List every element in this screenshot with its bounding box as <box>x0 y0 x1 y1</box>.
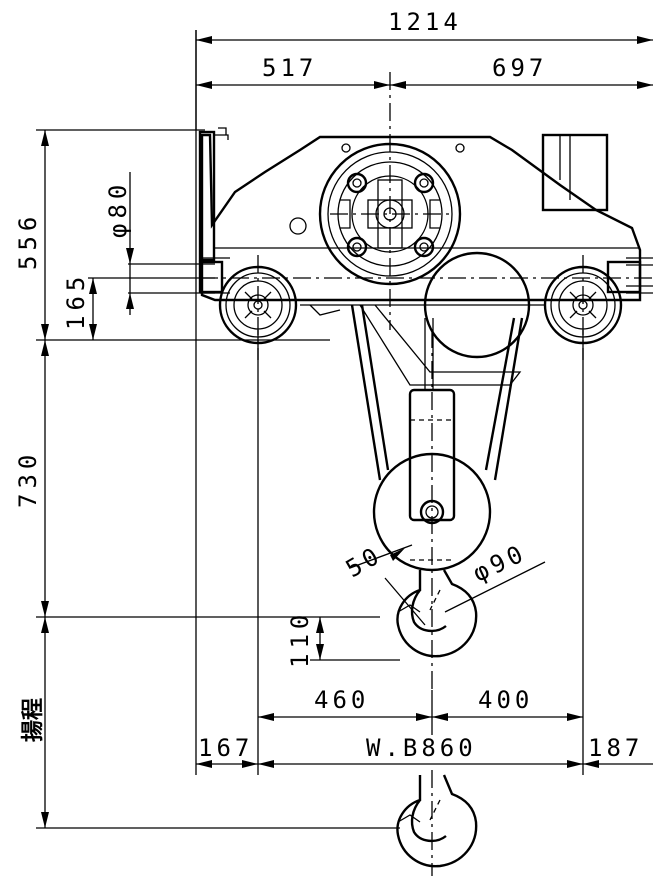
dim-left-overhang: 167 <box>198 734 253 762</box>
hook-upper <box>396 569 478 658</box>
dim-wheel-base: W.B860 <box>366 734 477 762</box>
left-wheel <box>218 265 298 345</box>
right-wheel <box>543 265 623 345</box>
dim-rail-dia: φ80 <box>104 180 132 238</box>
dim-wheel-height: 165 <box>62 272 90 330</box>
dim-lift-label: 揚程 <box>20 698 46 742</box>
hoist-body <box>198 127 653 306</box>
upper-sheave <box>423 251 531 359</box>
dim-left-to-center: 517 <box>262 54 317 82</box>
dim-left-wb: 460 <box>314 686 369 714</box>
dim-hook-offset: 110 <box>286 610 314 668</box>
dim-right-wb: 400 <box>478 686 533 714</box>
dim-hook-width: 50 <box>341 540 387 583</box>
dim-right-overhang: 187 <box>588 734 643 762</box>
dim-overall-width: 1214 <box>388 8 462 36</box>
drum <box>318 142 462 286</box>
dim-hook-drop: 730 <box>14 450 42 508</box>
dim-center-to-right: 697 <box>492 54 547 82</box>
dim-top-height: 556 <box>14 212 42 270</box>
dimension-lines <box>36 30 653 829</box>
hook-block-frame <box>309 304 524 481</box>
hook-lower <box>396 774 478 868</box>
lower-block <box>372 388 492 572</box>
dimension-labels: 1214 517 697 556 165 φ80 730 110 50 φ90 … <box>14 8 643 762</box>
